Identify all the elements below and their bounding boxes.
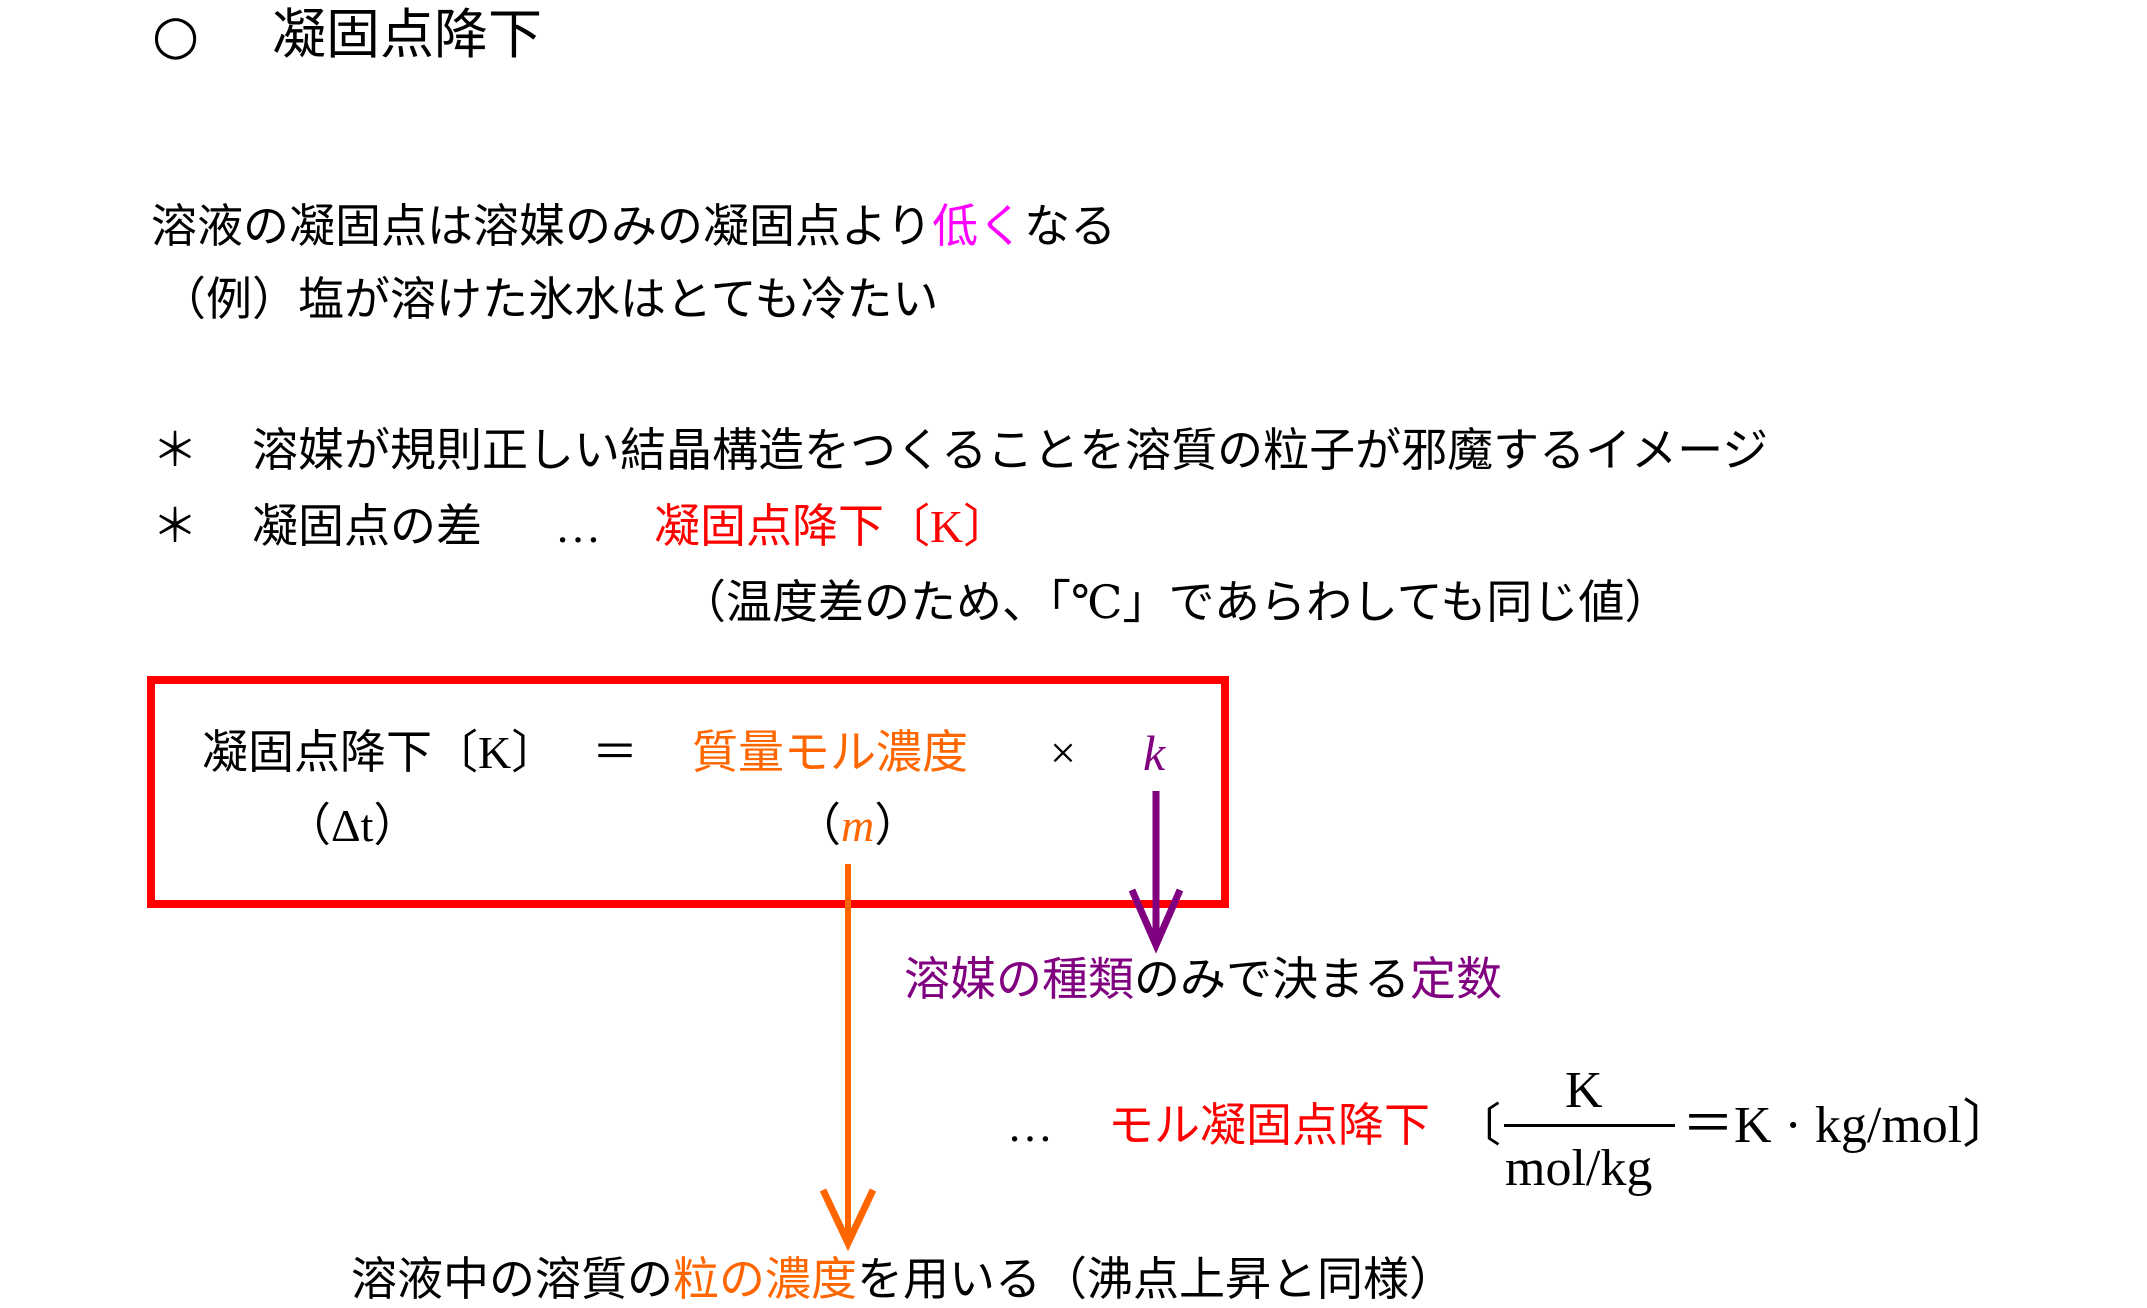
note-highlight: 凝固点降下〔K〕 — [654, 501, 1010, 552]
k-explanation: 溶媒の種類のみで決まる定数 — [904, 957, 1502, 1003]
molar-bracket: 〔 — [1455, 1100, 1501, 1151]
formula-times: × — [1050, 727, 1076, 778]
formula-k: k — [1143, 725, 1166, 781]
formula-equals: ＝ — [592, 727, 638, 778]
title-bullet: ○ — [152, 3, 200, 66]
note-mark: ＊ — [152, 425, 198, 476]
m-explanation: 溶液中の溶質の粒の濃度を用いる（沸点上昇と同様） — [351, 1257, 1455, 1303]
k-expl-b: のみで決まる — [1134, 954, 1410, 1005]
page-title: 凝固点降下 — [272, 3, 542, 66]
molar-ellipsis: … — [1007, 1100, 1053, 1151]
formula-m-symbol: （m） — [795, 803, 920, 849]
note-text: 溶媒が規則正しい結晶構造をつくることを溶質の粒子が邪魔するイメージ — [252, 425, 1769, 476]
m-symbol: m — [841, 800, 875, 851]
purple-arrow — [1128, 791, 1184, 954]
note-mark: ＊ — [152, 501, 198, 552]
formula-term1: 質量モル濃度 — [692, 727, 968, 778]
k-expl-c: 定数 — [1410, 954, 1502, 1005]
fraction-line — [1504, 1124, 1675, 1127]
formula-box — [147, 676, 1229, 908]
fraction-numerator: K — [1565, 1062, 1603, 1119]
k-expl-a: 溶媒の種類 — [904, 954, 1134, 1005]
m-expl-a: 溶液中の溶質の — [351, 1254, 673, 1305]
molar-label: モル凝固点降下 — [1108, 1100, 1430, 1151]
note-subtext: （温度差のため、「℃」であらわしても同じ値） — [680, 577, 1671, 628]
note-text: 凝固点の差 — [252, 501, 482, 552]
m-expl-c: を用いる（沸点上昇と同様） — [857, 1254, 1455, 1305]
molar-unit: ＝K · kg/mol〕 — [1682, 1097, 2015, 1154]
orange-arrow — [819, 864, 877, 1252]
note-ellipsis: … — [555, 501, 601, 552]
m-expl-b: 粒の濃度 — [673, 1254, 857, 1305]
intro-highlight: 低く — [932, 201, 1025, 252]
formula-lhs-symbol: （Δt） — [285, 800, 420, 851]
paren-open: （ — [795, 800, 841, 851]
intro-text-a: 溶液の凝固点は溶媒のみの凝固点より — [151, 201, 933, 252]
paren-close: ） — [874, 800, 921, 851]
intro-line: 溶液の凝固点は溶媒のみの凝固点より低くなる — [151, 204, 1116, 250]
fraction-denominator: mol/kg — [1505, 1140, 1653, 1197]
example-line: （例）塩が溶けた氷水はとても冷たい — [160, 274, 939, 325]
formula-lhs: 凝固点降下〔K〕 — [202, 727, 558, 778]
intro-text-b: なる — [1024, 201, 1117, 252]
